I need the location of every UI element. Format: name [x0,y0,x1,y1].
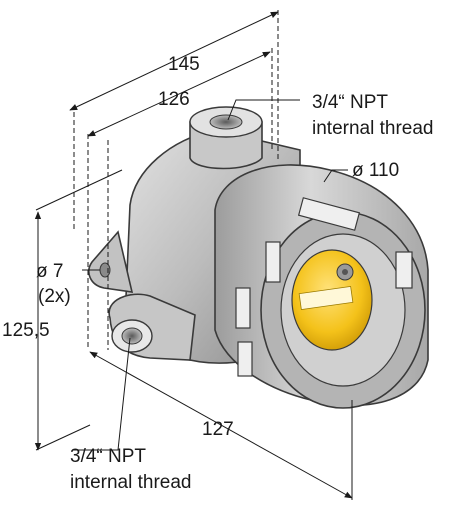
mounting-lug [88,230,134,293]
dimension-body-diameter: ø 110 [352,160,399,181]
bottom-port-label-line1: 3/4“ NPT [70,446,146,467]
dimension-lines [34,10,353,500]
dimension-height: 125,5 [2,320,50,341]
dimension-depth: 127 [202,419,234,440]
dimension-mounting-hole: ø 7 [36,261,63,282]
dimension-inner-width: 126 [158,89,190,110]
bottom-port-label-line2: internal thread [70,472,191,493]
cap-ribs [235,197,413,377]
sensor-label [298,286,354,310]
top-port-label-line2: internal thread [312,118,433,139]
housing [88,106,429,409]
top-port-label-line1: 3/4“ NPT [312,92,388,113]
dimension-mounting-hole-qty: (2x) [38,286,71,307]
dimension-top-width: 145 [168,54,200,75]
